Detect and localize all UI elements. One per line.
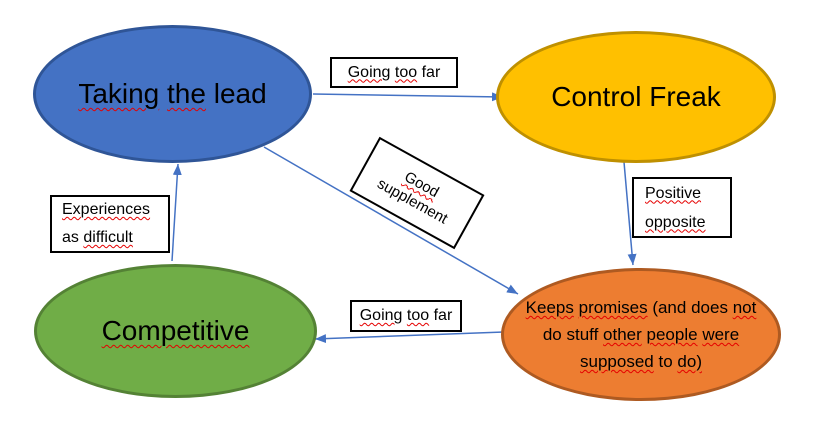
edge-label-text: Going too far <box>348 64 441 82</box>
word: were <box>702 325 740 344</box>
edge-label-positive-opposite: Positive opposite <box>632 177 732 238</box>
word: (and <box>652 298 687 317</box>
word: do <box>542 325 562 344</box>
word: does <box>691 298 728 317</box>
word: Experiences <box>62 201 151 218</box>
word: to <box>658 352 673 371</box>
word: the <box>167 78 206 109</box>
word: people <box>646 325 698 344</box>
word: difficult <box>83 229 133 246</box>
edge-label-line: Experiences <box>62 196 168 224</box>
arrow-taking-the-lead-to-control-freak <box>312 92 504 102</box>
arrow-competitive-to-taking-the-lead <box>171 163 182 262</box>
word: promises <box>578 298 648 317</box>
node-label-line: Keeps promises (and does not <box>526 294 757 321</box>
word: far <box>421 63 441 81</box>
arrow-keeps-promises-to-competitive <box>314 331 505 344</box>
node-label-line: do stuff other people were <box>543 321 739 348</box>
edge-label-going-too-far-bottom: Going too far <box>350 300 462 332</box>
node-label-line: supposed to do) <box>580 348 702 375</box>
node-taking-the-lead: Taking the lead <box>33 25 312 163</box>
word: lead <box>213 78 267 109</box>
edge-label-line: Positive <box>645 179 730 208</box>
word: supposed <box>580 352 654 371</box>
edge-label-experiences-as-difficult: Experiences as difficult <box>50 195 170 253</box>
word: Freak <box>649 81 721 112</box>
word: opposite <box>645 213 706 231</box>
word: stuff <box>566 325 599 344</box>
word: Control <box>551 81 642 112</box>
word: do) <box>677 352 702 371</box>
node-keeps-promises: Keeps promises (and does not do stuff ot… <box>501 268 781 401</box>
edge-label-going-too-far-top: Going too far <box>330 57 458 88</box>
edge-label-line: as difficult <box>62 224 168 252</box>
word: not <box>732 298 757 317</box>
word: too <box>406 307 430 324</box>
word: Going <box>347 63 391 81</box>
edge-label-line: opposite <box>645 208 730 237</box>
word: other <box>603 325 642 344</box>
node-control-freak: Control Freak <box>496 31 776 163</box>
node-competitive: Competitive <box>34 264 317 398</box>
node-label: Competitive <box>102 314 250 348</box>
word: Positive <box>645 184 702 202</box>
word: too <box>394 63 418 81</box>
node-label: Control Freak <box>551 80 721 114</box>
word: Taking <box>78 78 160 109</box>
word: far <box>433 307 453 324</box>
edge-label-good-supplement: Good supplement <box>349 136 485 250</box>
word: Competitive <box>101 315 250 346</box>
word: Keeps <box>525 298 574 317</box>
word: as <box>62 229 79 246</box>
node-label: Taking the lead <box>78 77 266 111</box>
edge-label-text: Going too far <box>360 307 453 325</box>
word: Going <box>359 307 403 324</box>
